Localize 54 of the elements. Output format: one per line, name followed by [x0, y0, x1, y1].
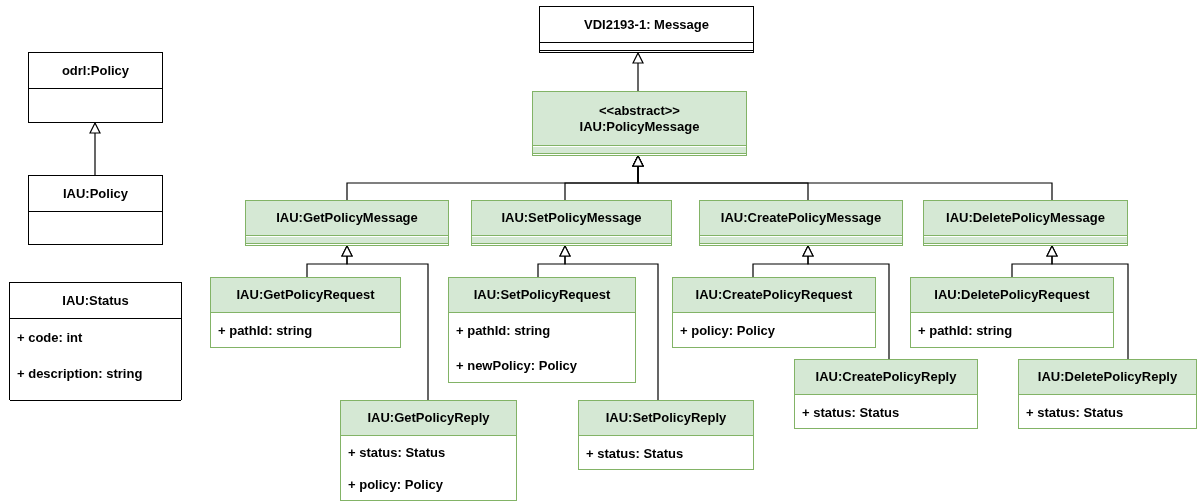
class-box [794, 359, 978, 429]
class-box [9, 282, 182, 400]
class-box [532, 91, 747, 156]
class-box [578, 400, 754, 470]
class-name: IAU:Policy [63, 185, 128, 202]
attribute-text: + pathId: string [218, 323, 313, 338]
attribute-text: + status: Status [348, 444, 446, 460]
class-box [699, 200, 903, 246]
generalization-arrow [1046, 245, 1129, 360]
class-box [448, 277, 636, 383]
class-box [340, 400, 517, 501]
class-name: IAU:CreatePolicyReply [815, 369, 957, 385]
class-name: IAU:DeletePolicyReply [1037, 369, 1178, 385]
class-name: IAU:SetPolicyReply [605, 410, 727, 426]
class-box [539, 6, 754, 53]
class-name: VDI2193-1: Message [584, 16, 709, 33]
generalization-arrow [802, 245, 890, 360]
attribute-text: + status: Status [802, 404, 900, 420]
class-box [923, 200, 1128, 246]
generalization-arrow [341, 245, 429, 401]
class-box [210, 277, 401, 348]
attribute-text: + description: string [17, 365, 143, 381]
attribute-text: + policy: Policy [680, 323, 775, 338]
class-box [245, 200, 449, 246]
class-name: odrl:Policy [61, 62, 130, 79]
class-name: IAU:SetPolicyMessage [501, 210, 642, 226]
generalization-arrow [632, 52, 644, 92]
attribute-text: + status: Status [586, 445, 684, 461]
class-name: IAU:Status [62, 292, 129, 309]
class-box [910, 277, 1114, 348]
generalization-arrow [89, 122, 101, 176]
class-box [28, 52, 163, 123]
attribute-text: + pathId: string [456, 323, 551, 338]
class-name: IAU:CreatePolicyMessage [720, 210, 882, 226]
generalization-arrow [559, 245, 659, 401]
class-name: IAU:CreatePolicyRequest [695, 287, 853, 303]
class-box [672, 277, 876, 348]
class-box [471, 200, 672, 246]
class-name: IAU:DeletePolicyRequest [934, 287, 1090, 303]
attribute-text: + code: int [17, 329, 83, 345]
class-name: IAU:GetPolicyMessage [276, 210, 418, 226]
attribute-text: + status: Status [1026, 404, 1124, 420]
attribute-text: + newPolicy: Policy [456, 358, 578, 373]
class-box [28, 175, 163, 245]
stereotype-label: <<abstract>> [599, 102, 680, 119]
generalization-arrow [632, 155, 1053, 201]
class-name: IAU:GetPolicyReply [367, 410, 490, 426]
class-name: IAU:SetPolicyRequest [473, 287, 611, 303]
attribute-text: + pathId: string [918, 323, 1013, 338]
class-name: IAU:DeletePolicyMessage [946, 210, 1105, 226]
class-name: IAU:GetPolicyRequest [236, 287, 375, 303]
class-name: IAU:PolicyMessage [579, 118, 700, 135]
class-box [1018, 359, 1197, 429]
attribute-text: + policy: Policy [348, 476, 443, 492]
